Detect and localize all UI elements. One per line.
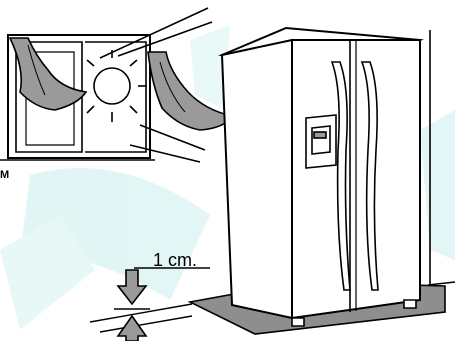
water-dispenser (306, 115, 336, 168)
edge-fragment-text: M (0, 169, 9, 181)
sun-icon (87, 50, 147, 122)
refrigerator (222, 28, 420, 318)
clearance-label: 1 cm. (153, 250, 197, 270)
